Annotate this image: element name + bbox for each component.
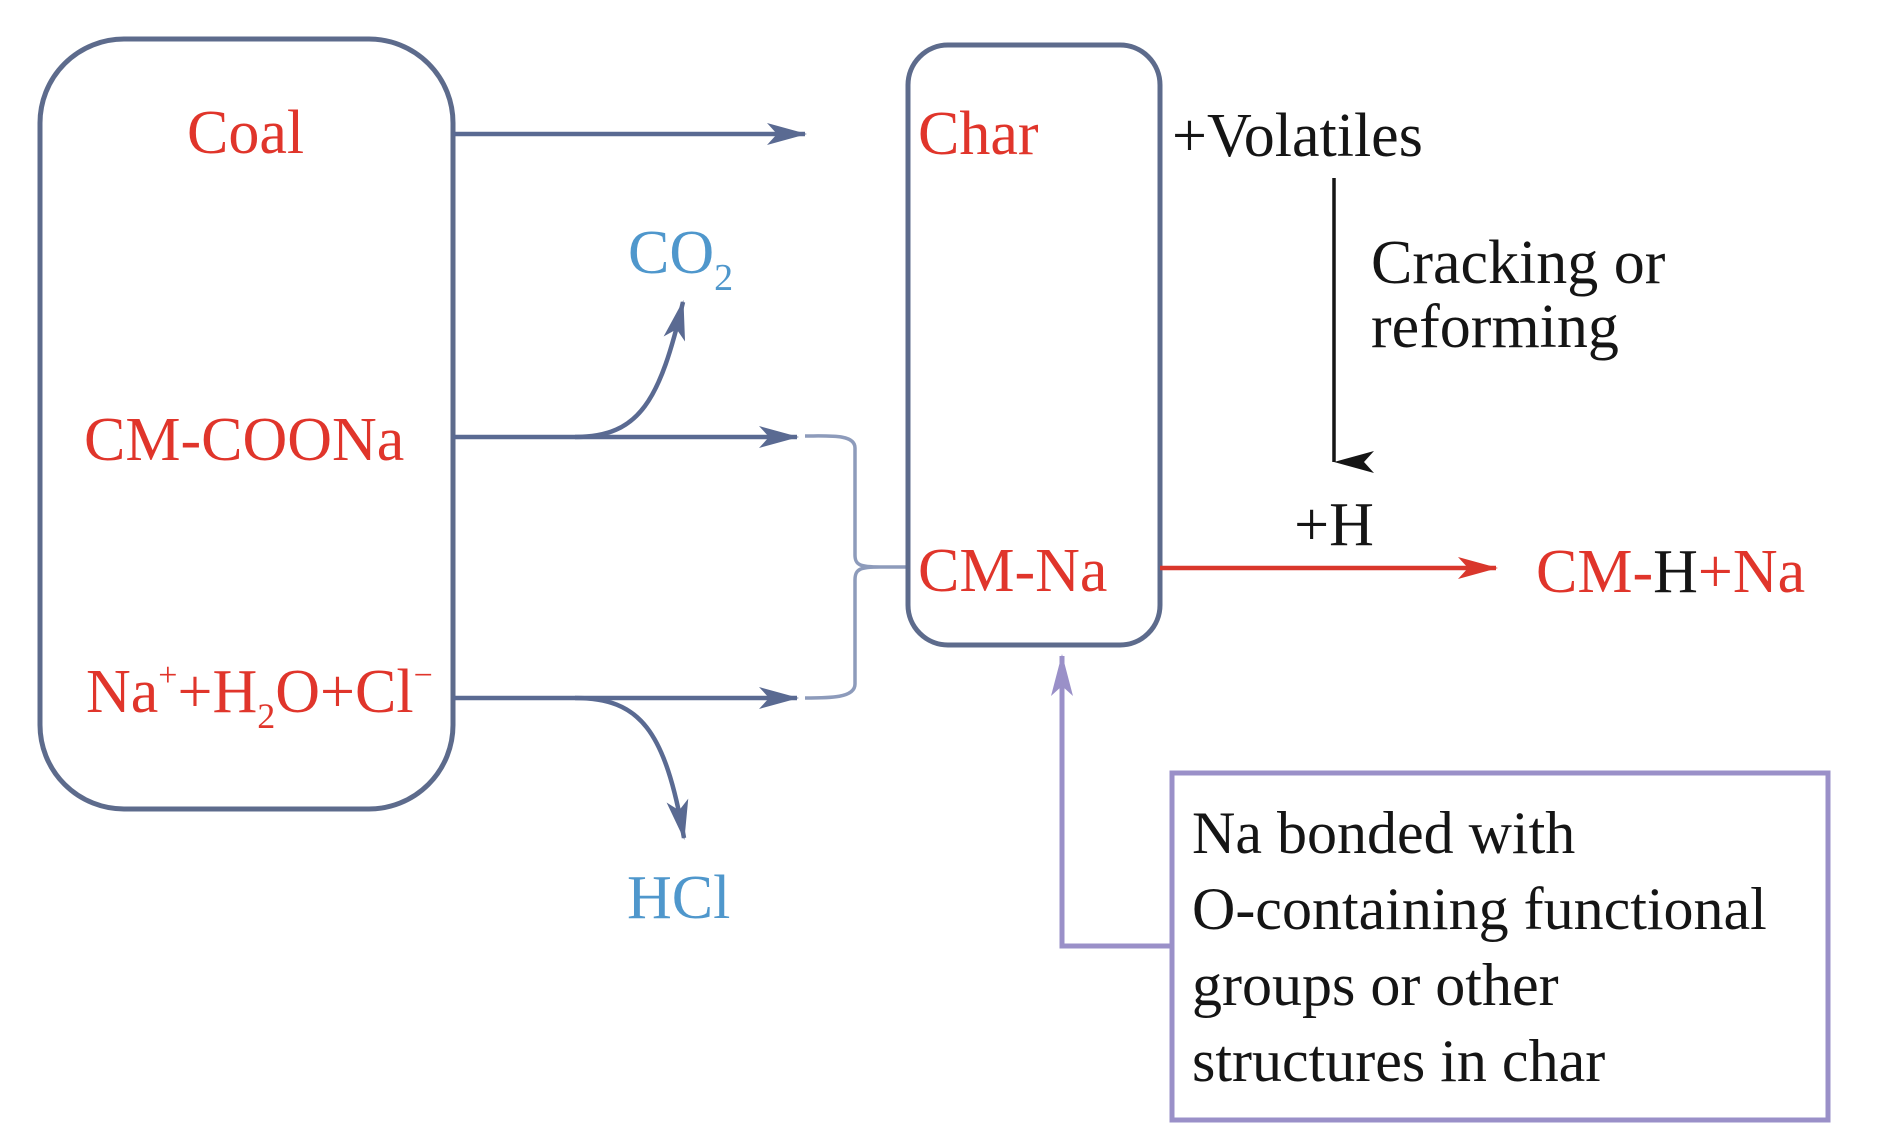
coal-components-box (37, 36, 456, 812)
note-line-2: O-containing functional (1192, 876, 1767, 942)
co2-main: CO (628, 219, 714, 287)
note-line-1: Na bonded with (1192, 800, 1575, 866)
na-solution-label: Na++H2O+Cl− (86, 657, 433, 736)
note-connector-arrow (1051, 654, 1172, 949)
merge-brace (804, 434, 907, 700)
cl-charge: − (414, 657, 433, 694)
o-plus-cl: O+Cl (275, 658, 413, 726)
co2-subscript: 2 (714, 257, 733, 299)
note-line-3: groups or other (1192, 952, 1559, 1018)
na-symbol: Na (86, 658, 158, 726)
cm-coona-label: CM-COONa (84, 406, 404, 474)
hcl-label: HCl (627, 864, 730, 932)
note-line-4: structures in char (1192, 1028, 1605, 1094)
plus-h: +H (177, 658, 257, 726)
h2-subscript: 2 (257, 696, 275, 736)
product-label: CM-H+Na (1536, 538, 1805, 606)
cracking-label-line2: reforming (1371, 293, 1619, 361)
h-label: +H (1294, 491, 1374, 559)
char-label: Char (918, 100, 1039, 168)
product-na: +Na (1698, 538, 1805, 606)
note-box (1169, 770, 1831, 1123)
co2-label: CO2 (628, 219, 733, 299)
co2-release-arrow (574, 300, 686, 440)
product-h: H (1653, 538, 1698, 606)
cm-na-label: CM-Na (918, 537, 1107, 605)
volatiles-label: +Volatiles (1172, 102, 1423, 170)
char-box (905, 42, 1163, 648)
cracking-label-line1: Cracking or (1371, 229, 1666, 297)
na-charge: + (158, 657, 177, 694)
product-cm: CM- (1536, 538, 1653, 606)
coal-label: Coal (187, 99, 304, 167)
hcl-release-arrow (574, 695, 689, 840)
